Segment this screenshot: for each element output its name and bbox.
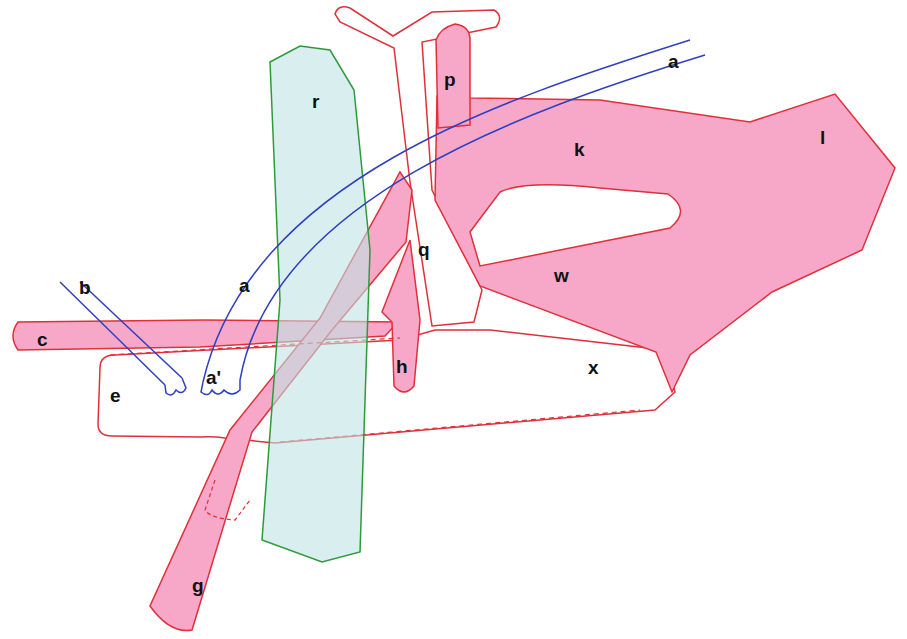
muscle-shape	[262, 46, 370, 562]
part-label: q	[418, 240, 430, 259]
part-label: r	[312, 92, 319, 111]
nerve-line	[240, 55, 705, 380]
part-label: l	[820, 128, 825, 147]
part-label: g	[192, 576, 204, 595]
part-label: x	[588, 358, 599, 377]
part-label: k	[574, 140, 585, 159]
part-label: h	[396, 357, 408, 376]
part-label: p	[444, 70, 456, 89]
nerve-line	[80, 282, 182, 378]
vessel-shape	[436, 24, 470, 128]
nerve-line	[60, 282, 165, 385]
vessel-shape	[435, 92, 895, 392]
part-label: e	[110, 386, 121, 405]
part-label: w	[554, 266, 569, 285]
nerve-line	[203, 40, 690, 382]
part-label: c	[37, 330, 48, 349]
part-label: a	[239, 276, 250, 295]
part-label: a'	[206, 368, 221, 387]
part-label: b	[79, 278, 91, 297]
part-label: a	[668, 52, 679, 71]
